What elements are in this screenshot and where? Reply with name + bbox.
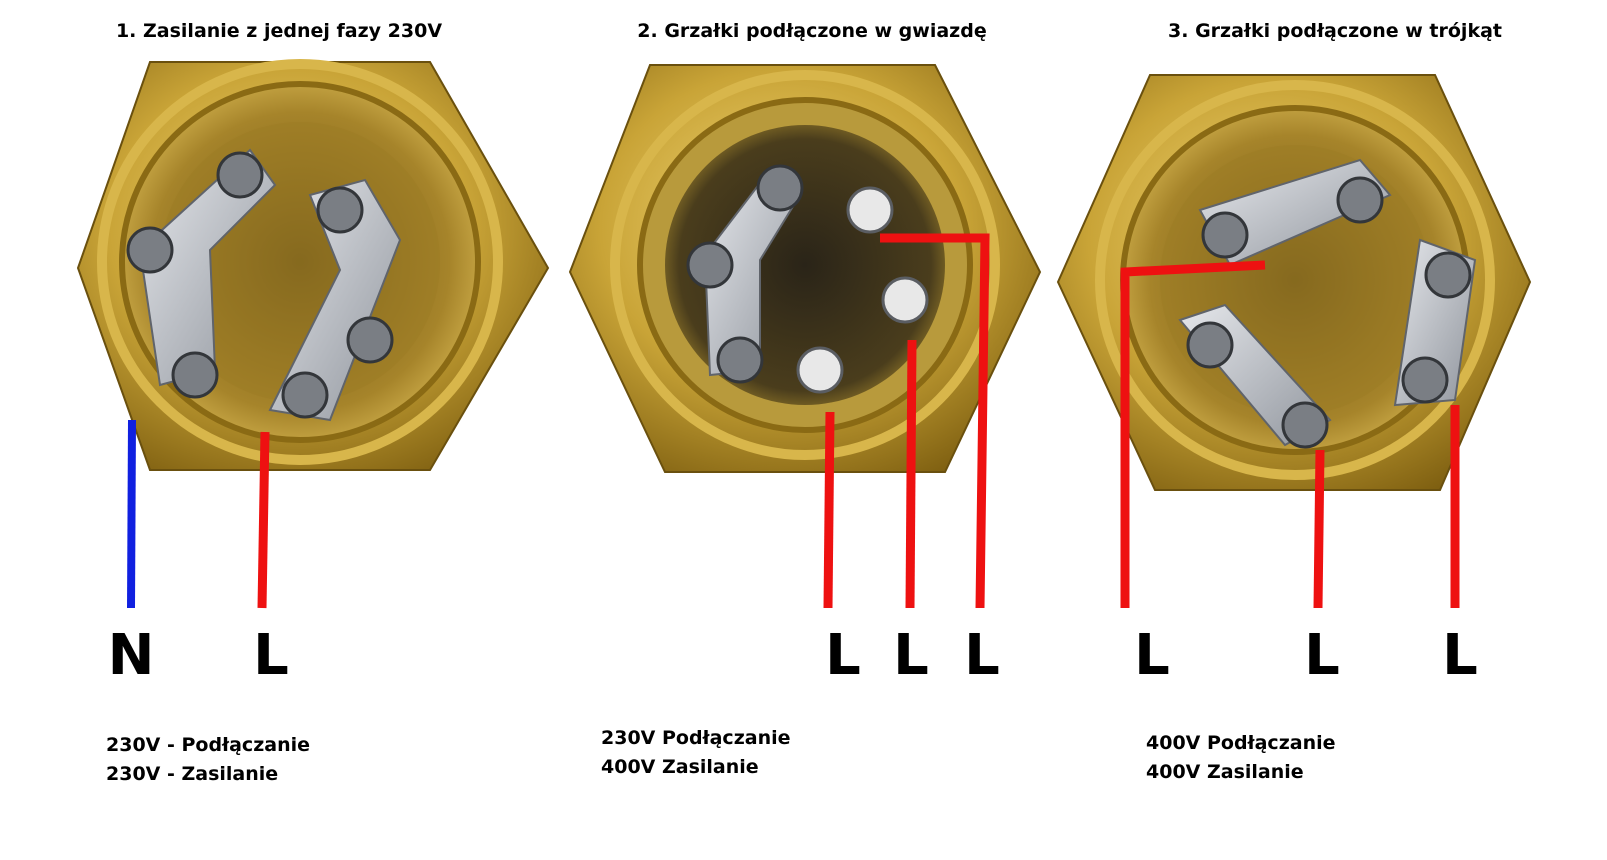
terminal-label-l2: L (1304, 623, 1340, 688)
note-line: 230V Podłączanie (601, 727, 791, 749)
heater-1-jumper-right (268, 178, 402, 422)
note-line: 400V Zasilanie (601, 756, 759, 778)
wire-l1-panel2 (823, 411, 835, 609)
wire-l1-panel1 (257, 431, 270, 609)
wires (127, 233, 1460, 609)
terminal-label-l1: L (825, 623, 861, 688)
wire-l1-panel3 (1120, 260, 1266, 608)
wire-l2-panel3 (1313, 449, 1325, 609)
panel-2-notes: 230V Podłączanie 400V Zasilanie (601, 724, 791, 782)
terminal-label-n: N (107, 623, 155, 688)
panel-2-title: 2. Grzałki podłączone w gwiazdę (637, 20, 987, 42)
heater-3-terminals (1186, 176, 1472, 449)
terminal-label-l2: L (893, 623, 929, 688)
terminal-label-l: L (253, 623, 289, 688)
wire-l2-panel2 (905, 339, 917, 609)
wire-n-blue (127, 419, 136, 609)
terminal-label-l3: L (1442, 623, 1478, 688)
heater-1-terminals (126, 151, 394, 419)
note-line: 400V Podłączanie (1146, 732, 1336, 754)
panel-3-title: 3. Grzałki podłączone w trójkąt (1168, 20, 1502, 42)
panel-1-notes: 230V - Podłączanie 230V - Zasilanie (106, 731, 310, 789)
panel-1-title: 1. Zasilanie z jednej fazy 230V (115, 20, 443, 42)
panel-3-notes: 400V Podłączanie 400V Zasilanie (1146, 729, 1336, 787)
note-line: 400V Zasilanie (1146, 761, 1304, 783)
heater-2-flange (568, 64, 1042, 473)
heater-2-terminals (686, 164, 929, 394)
terminal-label-l1: L (1134, 623, 1170, 688)
note-line: 230V - Zasilanie (106, 763, 279, 785)
note-line: 230V - Podłączanie (106, 734, 310, 756)
wire-l3-panel2 (880, 233, 990, 609)
heater-1-jumper-left (138, 148, 277, 387)
terminal-label-l3: L (964, 623, 1000, 688)
